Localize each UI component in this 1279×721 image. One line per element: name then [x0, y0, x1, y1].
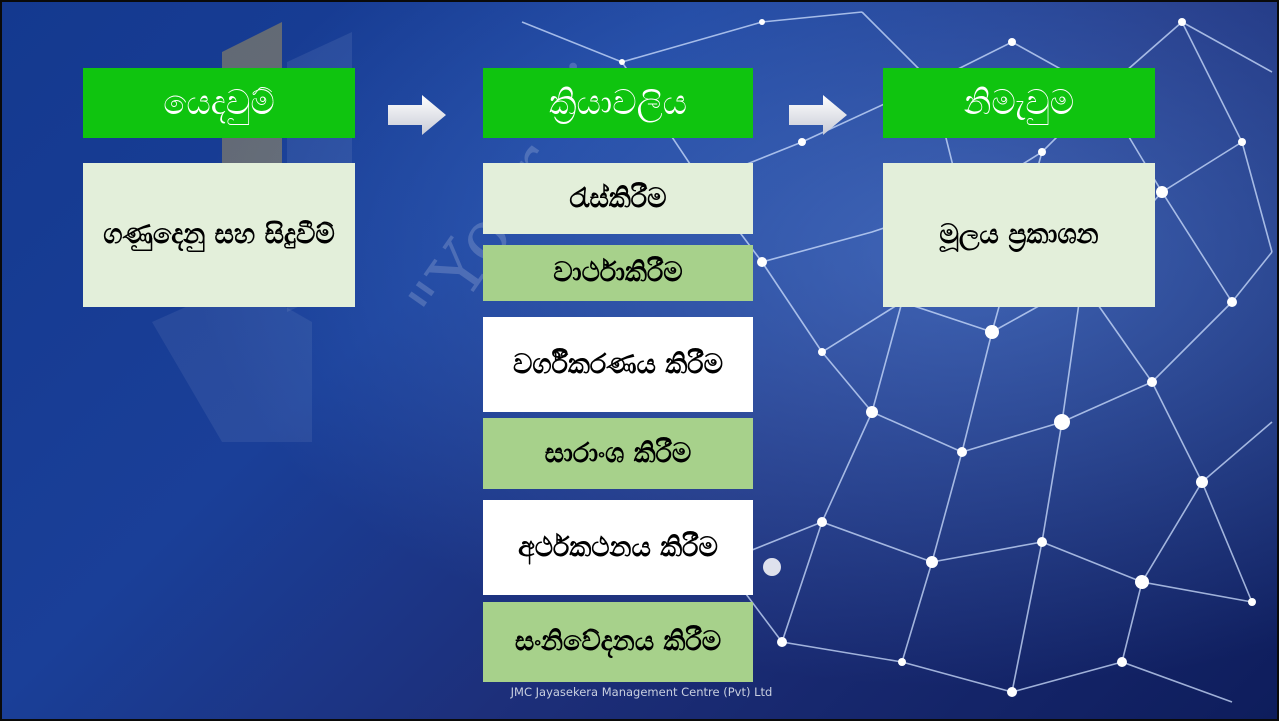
process-item-interpreting: අර්ථකථනය කිරීම — [483, 500, 753, 595]
input-transactions-box: ගණුදෙනු සහ සිදුවීම් — [83, 163, 355, 307]
process-item-classifying: වර්ගීකරණය කිරීම — [483, 317, 753, 412]
header-inputs: යෙදවුම් — [83, 68, 355, 138]
header-outputs: නිමැවුම — [883, 68, 1155, 138]
header-process: ක්‍රියාවලිය — [483, 68, 753, 138]
arrow-right-icon — [789, 95, 847, 135]
process-item-collecting: රැස්කිරීම — [483, 163, 753, 234]
footer-text: JMC Jayasekera Management Centre (Pvt) L… — [510, 685, 773, 699]
output-financial-statements-box: මූලය ප්‍රකාශන — [883, 163, 1155, 307]
process-item-summarizing: සාරාංශ කිරීම — [483, 418, 753, 489]
process-item-communicating: සංනිවේදනය කිරීම — [483, 602, 753, 682]
process-item-recording: වාර්ථාකිරීම — [483, 245, 753, 301]
arrow-right-icon — [388, 95, 446, 135]
